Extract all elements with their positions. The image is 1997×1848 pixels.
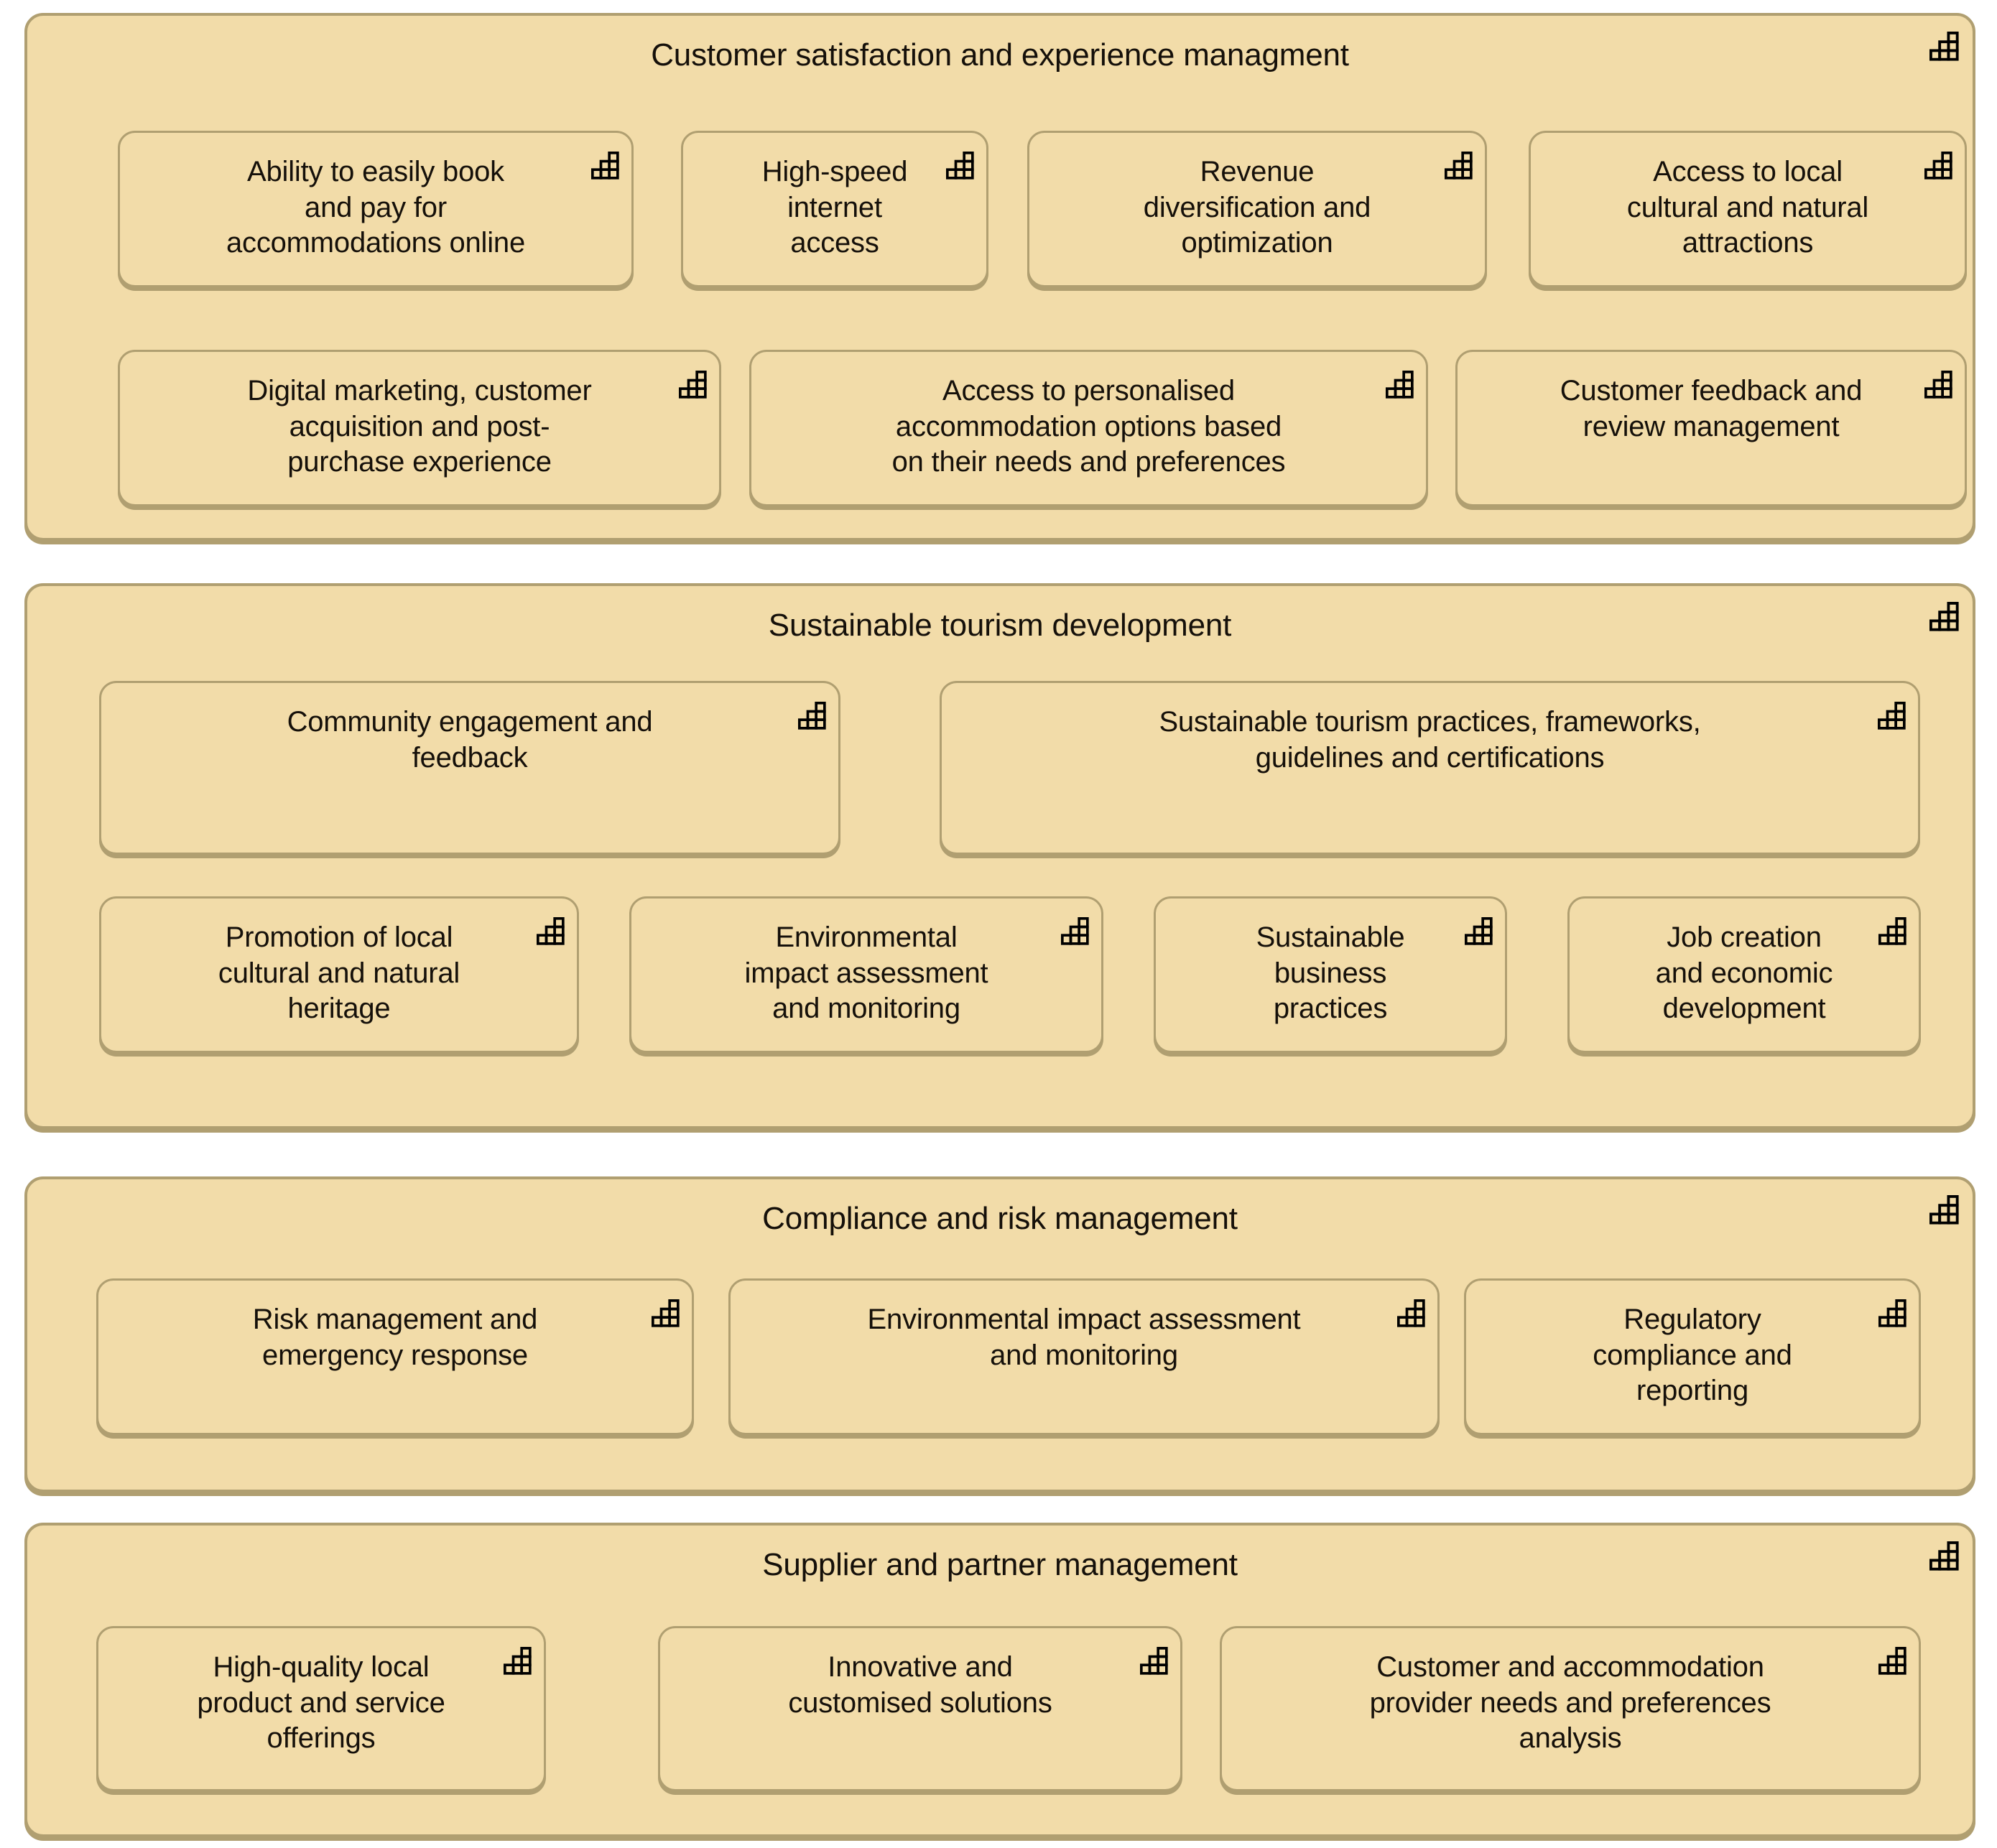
- capability-icon: [1140, 1647, 1169, 1676]
- capability-icon: [591, 152, 620, 180]
- capability-box[interactable]: Risk management and emergency response: [96, 1278, 694, 1435]
- capability-label: Sustainable business practices: [1256, 921, 1405, 1025]
- capability-label: High-speed internet access: [761, 156, 908, 259]
- capability-box[interactable]: Promotion of local cultural and natural …: [99, 896, 579, 1053]
- capability-box[interactable]: Customer feedback and review management: [1455, 350, 1967, 506]
- group-supplier-partner[interactable]: Supplier and partner management High-qua…: [24, 1523, 1975, 1837]
- capability-icon: [504, 1647, 532, 1676]
- capability-box[interactable]: Sustainable business practices: [1154, 896, 1507, 1053]
- capability-icon: [1929, 1195, 1960, 1225]
- capability-label: Community engagement and feedback: [287, 706, 653, 774]
- capability-label: Ability to easily book and pay for accom…: [226, 156, 526, 259]
- capability-box[interactable]: Ability to easily book and pay for accom…: [118, 131, 634, 287]
- capability-label: Revenue diversification and optimization: [1143, 156, 1371, 259]
- group-title: Compliance and risk management: [762, 1201, 1238, 1236]
- group-title: Sustainable tourism development: [768, 608, 1232, 643]
- capability-label: Customer feedback and review management: [1560, 375, 1863, 442]
- capability-box[interactable]: Access to local cultural and natural att…: [1529, 131, 1967, 287]
- capability-label: Sustainable tourism practices, framework…: [1159, 706, 1701, 774]
- group-title: Supplier and partner management: [762, 1547, 1238, 1582]
- capability-box[interactable]: Digital marketing, customer acquisition …: [118, 350, 721, 506]
- capability-box[interactable]: Customer and accommodation provider need…: [1220, 1626, 1921, 1791]
- capability-label: Access to local cultural and natural att…: [1626, 156, 1869, 259]
- capability-label: Digital marketing, customer acquisition …: [247, 375, 592, 478]
- group-sustainable-tourism[interactable]: Sustainable tourism development Communit…: [24, 583, 1975, 1129]
- capability-box[interactable]: Sustainable tourism practices, framework…: [940, 681, 1920, 855]
- capability-box[interactable]: High-quality local product and service o…: [96, 1626, 546, 1791]
- capability-icon: [1061, 917, 1090, 946]
- capability-box[interactable]: Innovative and customised solutions: [658, 1626, 1182, 1791]
- capability-icon: [1465, 917, 1493, 946]
- capability-icon: [1386, 371, 1414, 399]
- capability-box[interactable]: Environmental impact assessment and moni…: [728, 1278, 1440, 1435]
- capability-label: Environmental impact assessment and moni…: [744, 921, 988, 1025]
- capability-icon: [1924, 371, 1953, 399]
- capability-icon: [1924, 152, 1953, 180]
- group-customer-satisfaction[interactable]: Customer satisfaction and experience man…: [24, 13, 1975, 541]
- capability-box[interactable]: High-speed internet access: [681, 131, 988, 287]
- capability-icon: [798, 702, 827, 730]
- capability-icon: [537, 917, 565, 946]
- capability-box[interactable]: Job creation and economic development: [1567, 896, 1921, 1053]
- capability-icon: [1878, 1647, 1907, 1676]
- group-title: Customer satisfaction and experience man…: [651, 37, 1349, 73]
- capability-label: Innovative and customised solutions: [788, 1651, 1052, 1719]
- capability-label: Job creation and economic development: [1655, 921, 1833, 1025]
- group-compliance-risk[interactable]: Compliance and risk management Risk mana…: [24, 1176, 1975, 1492]
- capability-icon: [1445, 152, 1473, 180]
- capability-icon: [1397, 1299, 1426, 1328]
- capability-label: Customer and accommodation provider need…: [1369, 1651, 1771, 1755]
- capability-icon: [946, 152, 975, 180]
- capability-label: Promotion of local cultural and natural …: [218, 921, 460, 1025]
- capability-icon: [1929, 32, 1960, 62]
- capability-label: Risk management and emergency response: [252, 1304, 538, 1371]
- capability-icon: [1929, 1541, 1960, 1571]
- capability-icon: [1878, 1299, 1907, 1328]
- capability-label: Environmental impact assessment and moni…: [867, 1304, 1301, 1371]
- capability-icon: [652, 1299, 680, 1328]
- capability-icon: [1878, 917, 1907, 946]
- capability-box[interactable]: Environmental impact assessment and moni…: [629, 896, 1103, 1053]
- capability-box[interactable]: Revenue diversification and optimization: [1027, 131, 1487, 287]
- capability-icon: [1929, 602, 1960, 632]
- capability-icon: [679, 371, 708, 399]
- capability-box[interactable]: Access to personalised accommodation opt…: [749, 350, 1428, 506]
- capability-box[interactable]: Regulatory compliance and reporting: [1464, 1278, 1921, 1435]
- capability-box[interactable]: Community engagement and feedback: [99, 681, 840, 855]
- capability-label: High-quality local product and service o…: [197, 1651, 445, 1755]
- capability-label: Regulatory compliance and reporting: [1593, 1304, 1792, 1407]
- capability-label: Access to personalised accommodation opt…: [891, 375, 1286, 478]
- capability-icon: [1878, 702, 1906, 730]
